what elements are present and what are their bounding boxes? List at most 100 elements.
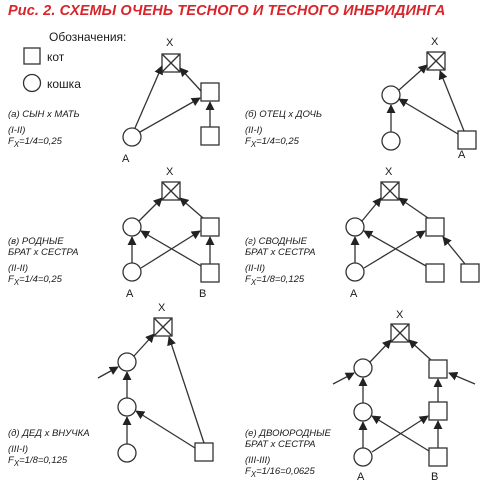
panel-d-label-a: A xyxy=(350,288,358,300)
caption-f-fx-value: =1/16=0,0625 xyxy=(256,466,315,477)
legend-male-symbol xyxy=(23,47,41,65)
panel-f-label-b: B xyxy=(431,471,438,483)
node-x-cross xyxy=(390,323,410,343)
caption-d-title-1: (г) СВОДНЫЕ xyxy=(245,236,308,247)
panel-d-x-label: X xyxy=(385,166,393,178)
edge xyxy=(139,97,201,133)
edge xyxy=(133,333,155,357)
edge xyxy=(369,339,392,363)
edge xyxy=(332,372,355,385)
caption-b-generation: (II-I) xyxy=(245,125,263,136)
panel-e-diagram xyxy=(97,317,214,463)
panel-f-diagram xyxy=(332,323,476,467)
caption-c-title-2: БРАТ х СЕСТРА xyxy=(8,247,79,258)
caption-c-generation: (II-II) xyxy=(8,263,29,274)
caption-c-fx-value: =1/4=0,25 xyxy=(19,274,62,285)
node-female-a xyxy=(353,447,373,467)
panel-d-diagram xyxy=(345,181,480,283)
caption-a-title: (а) СЫН х МАТЬ xyxy=(8,109,80,120)
caption-d-title-2: БРАТ х СЕСТРА xyxy=(245,247,316,258)
caption-f-fx: FX=1/16=0,0625 xyxy=(245,466,315,479)
node-x xyxy=(161,181,181,201)
node-female xyxy=(117,352,137,372)
node-x xyxy=(426,51,446,71)
caption-a-fx-value: =1/4=0,25 xyxy=(19,136,62,147)
node-male xyxy=(428,401,448,421)
edge xyxy=(398,64,428,91)
caption-b: (б) ОТЕЦ х ДОЧЬ (II-I) FX=1/4=0,25 xyxy=(245,109,322,150)
node-x-cross xyxy=(161,53,181,73)
node-x-cross xyxy=(426,51,446,71)
caption-d-fx: FX=1/8=0,125 xyxy=(245,274,305,287)
edge xyxy=(179,67,202,92)
node-x-cross xyxy=(153,317,173,337)
node-female xyxy=(117,443,137,463)
panel-a-x-label: X xyxy=(166,37,174,49)
caption-c-fx: FX=1/4=0,25 xyxy=(8,274,62,287)
panel-c-label-b: B xyxy=(199,288,206,300)
node-female xyxy=(353,358,373,378)
caption-b-fx-value: =1/4=0,25 xyxy=(256,136,299,147)
caption-e-title: (д) ДЕД х ВНУЧКА xyxy=(8,428,90,439)
caption-a: (а) СЫН х МАТЬ (I-II) FX=1/4=0,25 xyxy=(8,109,80,150)
panel-b-label-a: A xyxy=(458,149,466,161)
caption-e-fx-value: =1/8=0,125 xyxy=(19,455,68,466)
edge xyxy=(361,197,382,222)
panel-b-x-label: X xyxy=(431,36,439,48)
caption-f-generation: (III-III) xyxy=(245,455,271,466)
edge xyxy=(179,197,204,219)
edge xyxy=(398,98,459,135)
node-female-a xyxy=(345,262,365,282)
legend-female-symbol xyxy=(22,73,42,93)
node-female-a xyxy=(122,262,142,282)
legend-title: Обозначения: xyxy=(49,30,127,44)
legend-male-label: кот xyxy=(47,50,65,64)
edge xyxy=(371,415,429,453)
node-female xyxy=(122,217,142,237)
edge xyxy=(408,339,432,361)
node-male xyxy=(200,126,220,146)
panel-c-label-a: A xyxy=(126,288,134,300)
caption-b-fx: FX=1/4=0,25 xyxy=(245,136,299,149)
caption-a-fx: FX=1/4=0,25 xyxy=(8,136,62,149)
node-male xyxy=(194,442,214,462)
node-female xyxy=(345,217,365,237)
node-male xyxy=(460,263,480,283)
node-male xyxy=(200,82,220,102)
edge xyxy=(438,70,465,132)
edge xyxy=(138,197,163,222)
node-female xyxy=(353,402,373,422)
edge xyxy=(398,197,429,219)
node-male xyxy=(200,217,220,237)
edge xyxy=(363,230,426,269)
node-x xyxy=(153,317,173,337)
node-female-a xyxy=(122,127,142,147)
caption-f-title-2: БРАТ х СЕСТРА xyxy=(245,439,316,450)
caption-d-fx-value: =1/8=0,125 xyxy=(256,274,305,285)
caption-a-generation: (I-II) xyxy=(8,125,26,136)
edge xyxy=(97,366,119,379)
edge xyxy=(442,236,466,265)
panel-f-label-a: A xyxy=(357,471,365,483)
node-x-cross xyxy=(380,181,400,201)
edge xyxy=(135,410,196,449)
edge xyxy=(134,65,163,129)
node-female xyxy=(381,85,401,105)
node-x xyxy=(161,53,181,73)
node-x-cross xyxy=(161,181,181,201)
caption-c-title-1: (в) РОДНЫЕ xyxy=(8,236,64,247)
panel-e-x-label: X xyxy=(158,302,166,314)
panel-c-x-label: X xyxy=(166,166,174,178)
node-male-a xyxy=(457,130,477,150)
node-male-b xyxy=(428,447,448,467)
caption-e-generation: (III-I) xyxy=(8,444,29,455)
panel-c-diagram xyxy=(122,181,220,283)
caption-f-title-1: (е) ДВОЮРОДНЫЕ xyxy=(245,428,331,439)
panel-a-label-a: A xyxy=(122,153,130,165)
node-female xyxy=(381,131,401,151)
node-male xyxy=(425,217,445,237)
node-female xyxy=(117,397,137,417)
node-male-b xyxy=(200,263,220,283)
panel-b-diagram xyxy=(381,51,477,151)
node-x xyxy=(390,323,410,343)
